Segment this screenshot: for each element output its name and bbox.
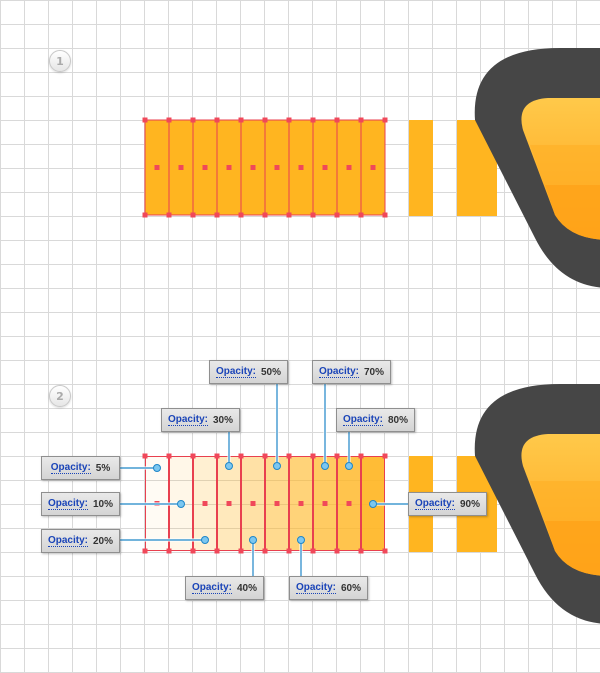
anchor-point bbox=[142, 212, 148, 218]
step-badge-1: 1 bbox=[49, 50, 71, 72]
inner-stripe-2 bbox=[545, 185, 600, 240]
center-point bbox=[274, 165, 280, 170]
anchor-point bbox=[238, 548, 244, 554]
anchor-point bbox=[358, 117, 364, 123]
anchor-point bbox=[310, 212, 316, 218]
anchor-point bbox=[286, 548, 292, 554]
anchor-point bbox=[262, 212, 268, 218]
anchor-point bbox=[238, 117, 244, 123]
anchor-point bbox=[310, 117, 316, 123]
anchor-point bbox=[358, 212, 364, 218]
center-point bbox=[346, 165, 352, 170]
anchor-point bbox=[238, 212, 244, 218]
anchor-point bbox=[358, 548, 364, 554]
center-point bbox=[226, 501, 232, 506]
anchor-point bbox=[190, 117, 196, 123]
opacity-tag-20: Opacity:20% bbox=[41, 529, 120, 553]
anchor-point bbox=[214, 548, 220, 554]
anchor-point bbox=[166, 548, 172, 554]
anchor-point bbox=[382, 117, 388, 123]
opacity-tag-80: Opacity:80% bbox=[336, 408, 415, 432]
leader-dot bbox=[177, 500, 185, 508]
anchor-point bbox=[286, 212, 292, 218]
leader-dot bbox=[201, 536, 209, 544]
anchor-point bbox=[190, 548, 196, 554]
anchor-point bbox=[262, 548, 268, 554]
center-point bbox=[226, 165, 232, 170]
anchor-point bbox=[190, 453, 196, 459]
anchor-point bbox=[334, 453, 340, 459]
leader-dot bbox=[297, 536, 305, 544]
center-point bbox=[298, 165, 304, 170]
center-point bbox=[202, 165, 208, 170]
opacity-tag-50: Opacity:50% bbox=[209, 360, 288, 384]
step-1-artwork bbox=[142, 48, 600, 288]
anchor-point bbox=[310, 453, 316, 459]
opacity-tag-40: Opacity:40% bbox=[185, 576, 264, 600]
anchor-point bbox=[310, 548, 316, 554]
anchor-point bbox=[190, 212, 196, 218]
opacity-leader-lines bbox=[120, 384, 408, 576]
leader-dot bbox=[249, 536, 257, 544]
anchor-point bbox=[334, 117, 340, 123]
anchor-point bbox=[382, 212, 388, 218]
anchor-point bbox=[142, 117, 148, 123]
leader-dot bbox=[273, 462, 281, 470]
anchor-point bbox=[166, 453, 172, 459]
opacity-tag-10: Opacity:10% bbox=[41, 492, 120, 516]
anchor-point bbox=[334, 212, 340, 218]
anchor-point bbox=[166, 117, 172, 123]
leader-dot bbox=[153, 464, 161, 472]
center-point bbox=[250, 165, 256, 170]
inner-stripe-2 bbox=[545, 521, 600, 576]
center-point bbox=[322, 165, 328, 170]
center-point bbox=[274, 501, 280, 506]
center-point bbox=[202, 501, 208, 506]
center-point bbox=[298, 501, 304, 506]
anchor-point bbox=[262, 117, 268, 123]
center-point bbox=[250, 501, 256, 506]
anchor-point bbox=[262, 453, 268, 459]
center-point bbox=[346, 501, 352, 506]
leader-dot bbox=[225, 462, 233, 470]
leader-dot bbox=[345, 462, 353, 470]
anchor-point bbox=[166, 212, 172, 218]
anchor-point bbox=[142, 548, 148, 554]
anchor-point bbox=[382, 453, 388, 459]
anchor-point bbox=[382, 548, 388, 554]
center-point bbox=[154, 165, 160, 170]
opacity-tag-5: Opacity:5% bbox=[41, 456, 120, 480]
anchor-point bbox=[214, 453, 220, 459]
anchor-point bbox=[214, 117, 220, 123]
center-point bbox=[370, 165, 376, 170]
anchor-point bbox=[238, 453, 244, 459]
anchor-point bbox=[142, 453, 148, 459]
small-bar-1 bbox=[409, 120, 433, 216]
center-point bbox=[178, 165, 184, 170]
anchor-point bbox=[358, 453, 364, 459]
segment-outline bbox=[193, 456, 217, 551]
center-point bbox=[322, 501, 328, 506]
anchor-point bbox=[214, 212, 220, 218]
opacity-tag-70: Opacity:70% bbox=[312, 360, 391, 384]
anchor-point bbox=[334, 548, 340, 554]
opacity-tag-30: Opacity:30% bbox=[161, 408, 240, 432]
solid-segment bbox=[288, 119, 314, 216]
step-badge-2: 2 bbox=[49, 385, 71, 407]
leader-dot bbox=[321, 462, 329, 470]
opacity-tag-60: Opacity:60% bbox=[289, 576, 368, 600]
anchor-point bbox=[286, 117, 292, 123]
anchor-point bbox=[286, 453, 292, 459]
opacity-tag-90: Opacity:90% bbox=[408, 492, 487, 516]
leader-dot bbox=[369, 500, 377, 508]
